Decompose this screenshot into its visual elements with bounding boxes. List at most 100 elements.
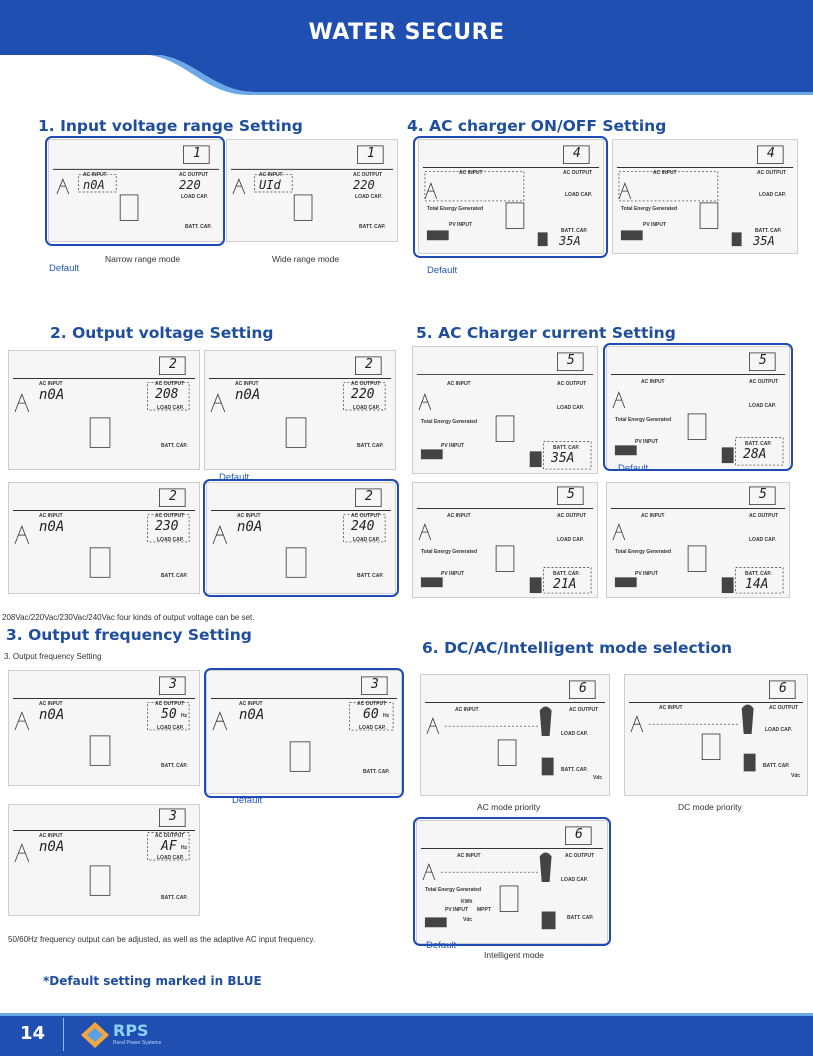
output-frequency-value: 60 — [363, 707, 379, 722]
setting-code: 2 — [169, 357, 177, 372]
load-cap-label: LOAD CAP. — [749, 537, 776, 543]
ac-input-label: AC INPUT — [39, 513, 63, 519]
charge-current-value: 35A — [753, 234, 775, 248]
ac-input-label: AC INPUT — [659, 705, 683, 711]
vdc-unit: Vdc — [463, 917, 473, 923]
load-cap-label: LOAD CAP. — [557, 405, 584, 411]
ac-output-label: AC OUTPUT — [155, 701, 185, 707]
charge-current-value: 14A — [745, 577, 769, 592]
batt-cap-label: BATT. CAP. — [745, 571, 772, 577]
ac-output-label: AC OUTPUT — [179, 172, 209, 178]
section-title-output-voltage: 2. Output voltage Setting — [50, 324, 274, 342]
lcd-panel-intelligent: 6 AC INPUT AC OUTPUT LOAD CAP. Total Ene… — [416, 820, 608, 944]
default-label: Default — [219, 472, 250, 483]
output-voltage-value: 230 — [155, 519, 179, 534]
load-cap-label: LOAD CAP. — [749, 403, 776, 409]
footer-bar: 14 RPS Rural Power Systems — [0, 1013, 813, 1056]
batt-cap-label: BATT. CAP. — [359, 224, 386, 230]
ac-input-label: AC INPUT — [459, 170, 483, 176]
total-energy-label: Total Energy Generated — [615, 549, 672, 555]
caption-ac-priority: AC mode priority — [477, 802, 541, 812]
ac-input-label: AC INPUT — [39, 701, 63, 707]
ac-output-label: AC OUTPUT — [757, 170, 787, 176]
input-mode-value: n0A — [239, 707, 265, 723]
logo-text: RPS — [113, 1021, 149, 1040]
ac-input-label: AC INPUT — [447, 381, 471, 387]
batt-cap-label: BATT. CAP. — [561, 767, 588, 773]
lcd-panel-dc-priority: 6 AC INPUT AC OUTPUT LOAD CAP. BATT. CAP… — [624, 674, 808, 796]
charge-current-value: 28A — [743, 447, 767, 462]
setting-code: 3 — [169, 809, 177, 824]
ac-output-label: AC OUTPUT — [557, 513, 587, 519]
setting-code: 1 — [193, 146, 201, 161]
ac-output-label: AC OUTPUT — [557, 381, 587, 387]
load-cap-label: LOAD CAP. — [561, 731, 588, 737]
section-title-ac-charger-current: 5. AC Charger current Setting — [416, 324, 676, 342]
input-mode-value: n0A — [83, 178, 105, 192]
default-highlight — [203, 479, 399, 597]
default-label: Default — [232, 795, 263, 806]
load-cap-label: LOAD CAP. — [157, 725, 184, 731]
load-cap-label: LOAD CAP. — [557, 537, 584, 543]
setting-code: 2 — [365, 489, 373, 504]
batt-cap-label: BATT. CAP. — [357, 443, 384, 449]
ac-input-label: AC INPUT — [259, 172, 283, 178]
output-frequency-value: AF — [161, 839, 177, 854]
load-cap-label: LOAD CAP. — [353, 405, 380, 411]
vdc-unit: Vdc — [791, 773, 801, 779]
batt-cap-label: BATT. CAP. — [357, 573, 384, 579]
ac-output-label: AC OUTPUT — [353, 172, 383, 178]
output-voltage-note: 208Vac/220Vac/230Vac/240Vac four kinds o… — [2, 613, 255, 622]
ac-input-label: AC INPUT — [239, 701, 263, 707]
rps-logo-icon — [81, 1022, 109, 1048]
hz-unit: Hz — [181, 713, 188, 719]
load-cap-label: LOAD CAP. — [157, 855, 184, 861]
charge-current-value: 35A — [559, 234, 581, 248]
ac-output-label: AC OUTPUT — [357, 701, 387, 707]
default-label: Default — [427, 265, 458, 276]
total-energy-label: Total Energy Generated — [621, 206, 678, 212]
setting-code: 4 — [573, 146, 581, 161]
batt-cap-label: BATT. CAP. — [763, 763, 790, 769]
kwh-label: KWh — [461, 899, 473, 905]
load-cap-label: LOAD CAP. — [181, 194, 208, 200]
ac-input-label: AC INPUT — [235, 381, 259, 387]
load-cap-label: LOAD CAP. — [561, 877, 588, 883]
ac-output-label: AC OUTPUT — [565, 853, 595, 859]
pv-input-label: PV INPUT — [445, 907, 469, 913]
default-label: Default — [49, 263, 80, 274]
batt-cap-label: BATT. CAP. — [161, 573, 188, 579]
caption-wide-range: Wide range mode — [272, 254, 340, 264]
total-energy-label: Total Energy Generated — [421, 549, 478, 555]
input-mode-value: n0A — [39, 839, 65, 855]
ac-output-label: AC OUTPUT — [749, 513, 779, 519]
ac-output-label: AC OUTPUT — [563, 170, 593, 176]
pv-input-label: PV INPUT — [449, 222, 473, 228]
lcd-panel-charge-28a: 5 AC INPUT AC OUTPUT LOAD CAP. Total Ene… — [606, 346, 790, 470]
ac-input-label: AC INPUT — [641, 379, 665, 385]
default-label: Default — [426, 940, 457, 951]
section-title-mode-selection: 6. DC/AC/Intelligent mode selection — [422, 639, 733, 657]
pv-input-label: PV INPUT — [441, 443, 465, 449]
ac-input-label: AC INPUT — [641, 513, 665, 519]
caption-intelligent: Intelligent mode — [484, 950, 545, 960]
load-cap-label: LOAD CAP. — [157, 537, 184, 543]
load-cap-label: LOAD CAP. — [355, 194, 382, 200]
batt-cap-label: BATT. CAP. — [553, 445, 580, 451]
lcd-panel-adaptive-freq: 3 AC INPUT n0A AC OUTPUT AF Hz LOAD CAP.… — [8, 804, 200, 916]
lcd-panel-narrow-range: 1 AC INPUT n0A AC OUTPUT 220 LOAD CAP. B… — [48, 139, 224, 242]
load-cap-label: LOAD CAP. — [759, 192, 786, 198]
ac-output-label: AC OUTPUT — [351, 513, 381, 519]
total-energy-label: Total Energy Generated — [615, 417, 672, 423]
output-voltage-value: 208 — [155, 387, 179, 402]
load-cap-label: LOAD CAP. — [565, 192, 592, 198]
setting-code: 1 — [367, 146, 375, 161]
setting-code: 6 — [779, 681, 787, 696]
batt-cap-label: BATT. CAP. — [185, 224, 212, 230]
ac-output-label: AC OUTPUT — [569, 707, 599, 713]
setting-code: 3 — [371, 677, 379, 692]
load-cap-label: LOAD CAP. — [353, 537, 380, 543]
default-label: Default — [618, 463, 649, 474]
charge-current-value: 35A — [551, 451, 575, 466]
ac-input-label: AC INPUT — [83, 172, 107, 178]
